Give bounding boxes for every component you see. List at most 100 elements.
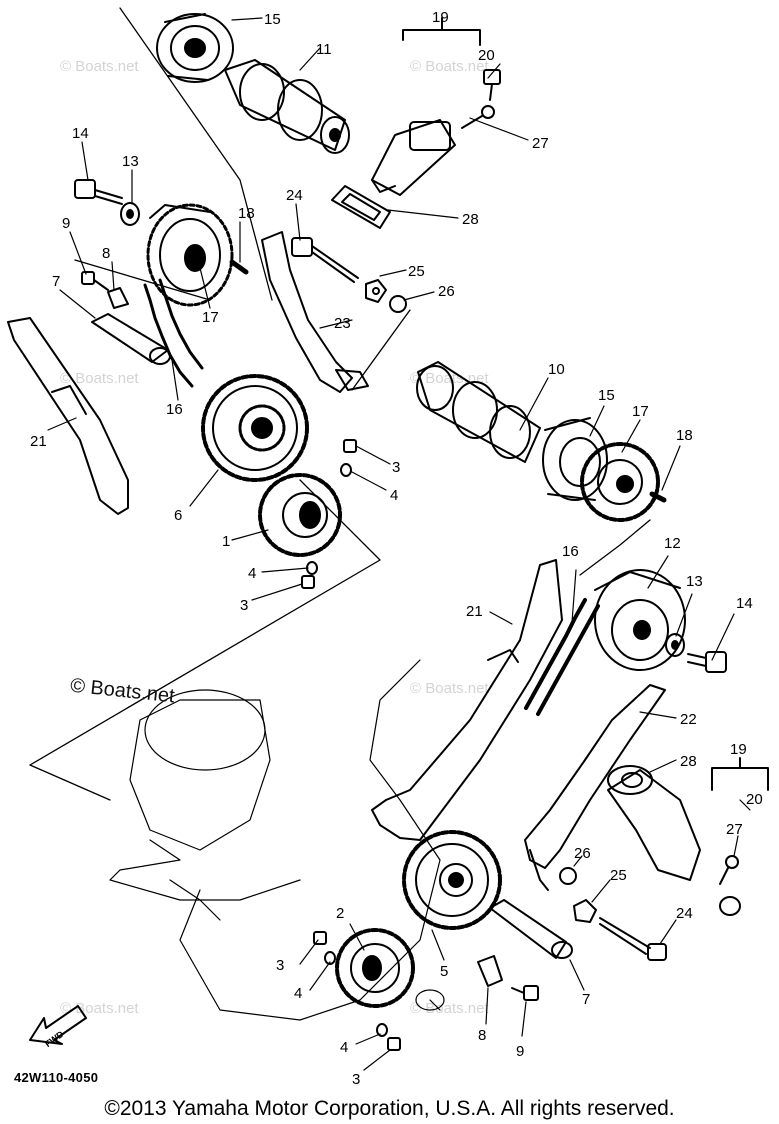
cam-sprocket-17 bbox=[146, 203, 234, 307]
part-number-labels: 15 11 19 20 27 28 14 13 9 8 7 18 17 24 2… bbox=[30, 9, 763, 1088]
spring-3 bbox=[387, 1037, 401, 1051]
screw-27 bbox=[719, 855, 739, 885]
part-label: 22 bbox=[680, 711, 697, 728]
lock-plate-8 bbox=[107, 287, 129, 309]
part-label: 17 bbox=[632, 403, 649, 420]
bolt-9 bbox=[81, 271, 109, 291]
part-label: 15 bbox=[264, 11, 281, 28]
part-label: 1 bbox=[222, 533, 230, 550]
part-label: 13 bbox=[122, 153, 139, 170]
watermark: © Boats.net bbox=[410, 680, 489, 697]
nut-25 bbox=[365, 279, 387, 303]
part-label: 8 bbox=[102, 245, 110, 262]
screw-27 bbox=[461, 105, 495, 129]
bolt-9 bbox=[511, 985, 539, 1001]
part-label: 12 bbox=[664, 535, 681, 552]
camshaft-10 bbox=[416, 361, 541, 463]
washer-13 bbox=[120, 202, 140, 226]
sprocket-hub-12 bbox=[594, 569, 686, 671]
part-label: 24 bbox=[676, 905, 693, 922]
washer-26 bbox=[389, 295, 407, 313]
part-label: 6 bbox=[174, 507, 182, 524]
bolt-24 bbox=[599, 917, 667, 961]
part-label: 14 bbox=[72, 125, 89, 142]
part-label: 25 bbox=[610, 867, 627, 884]
part-label: 10 bbox=[548, 361, 565, 378]
part-label: 13 bbox=[686, 573, 703, 590]
ball-4 bbox=[324, 951, 336, 965]
part-label: 25 bbox=[408, 263, 425, 280]
part-label: 24 bbox=[286, 187, 303, 204]
washer-26 bbox=[559, 867, 577, 885]
lock-plate-8 bbox=[477, 955, 503, 987]
part-label: 20 bbox=[746, 791, 763, 808]
gasket-28 bbox=[331, 185, 391, 229]
camshaft-11 bbox=[224, 59, 350, 154]
chain-guide-21 bbox=[371, 559, 563, 841]
part-label: 9 bbox=[516, 1043, 524, 1060]
part-label: 27 bbox=[532, 135, 549, 152]
part-label: 28 bbox=[462, 211, 479, 228]
chain-tensioner-19 bbox=[371, 17, 481, 196]
tensioner-guide-22 bbox=[524, 684, 666, 891]
part-label: 2 bbox=[336, 905, 344, 922]
bearing-15 bbox=[542, 417, 608, 501]
diagram-reference-code: 42W110-4050 bbox=[14, 1070, 99, 1085]
crankcase-outline bbox=[109, 659, 445, 1021]
cam-chain-16 bbox=[524, 598, 600, 716]
ball-4 bbox=[340, 463, 352, 477]
part-label: 3 bbox=[240, 597, 248, 614]
bolt-14 bbox=[74, 179, 123, 205]
part-label: 16 bbox=[562, 543, 579, 560]
guide-pin-7 bbox=[91, 313, 171, 365]
part-label: 4 bbox=[390, 487, 398, 504]
part-label: 26 bbox=[438, 283, 455, 300]
part-label: 17 bbox=[202, 309, 219, 326]
part-label: 4 bbox=[340, 1039, 348, 1056]
gear-1 bbox=[258, 473, 342, 557]
part-label: 4 bbox=[294, 985, 302, 1002]
part-label: 16 bbox=[166, 401, 183, 418]
gear-2 bbox=[335, 928, 415, 1008]
spring-3 bbox=[301, 575, 315, 589]
gear-5 bbox=[402, 830, 502, 930]
watermark: © Boats.net bbox=[410, 58, 489, 75]
part-label: 18 bbox=[238, 205, 255, 222]
part-label: 9 bbox=[62, 215, 70, 232]
watermark: © Boats.net bbox=[60, 370, 139, 387]
chain-tensioner-19 bbox=[607, 757, 769, 881]
part-label: 4 bbox=[248, 565, 256, 582]
nut-25 bbox=[573, 899, 597, 923]
part-label: 23 bbox=[334, 315, 351, 332]
spring-3 bbox=[313, 931, 327, 945]
watermark: © Boats.net bbox=[410, 1000, 489, 1017]
forward-arrow-icon bbox=[29, 1005, 87, 1045]
part-label: 20 bbox=[478, 47, 495, 64]
cam-chain-16 bbox=[143, 278, 204, 388]
washer-13 bbox=[665, 633, 685, 657]
part-label: 3 bbox=[352, 1071, 360, 1088]
part-label: 3 bbox=[392, 459, 400, 476]
part-label: 26 bbox=[574, 845, 591, 862]
part-label: 5 bbox=[440, 963, 448, 980]
watermark: © Boats.net bbox=[60, 58, 139, 75]
tensioner-guide-23 bbox=[261, 231, 411, 393]
bolt-24 bbox=[291, 237, 359, 283]
part-label: 19 bbox=[730, 741, 747, 758]
part-label: 7 bbox=[52, 273, 60, 290]
part-label: 15 bbox=[598, 387, 615, 404]
part-label: 18 bbox=[676, 427, 693, 444]
guide-pin-7 bbox=[489, 899, 573, 959]
spring-3 bbox=[343, 439, 357, 453]
part-label: 7 bbox=[582, 991, 590, 1008]
part-label: 21 bbox=[466, 603, 483, 620]
cam-sprocket-17 bbox=[580, 442, 660, 522]
bearing-15 bbox=[156, 13, 234, 83]
bolt-20 bbox=[719, 896, 741, 916]
part-label: 19 bbox=[432, 9, 449, 26]
gear-6 bbox=[201, 374, 309, 482]
part-label: 14 bbox=[736, 595, 753, 612]
part-label: 11 bbox=[316, 41, 332, 58]
part-label: 8 bbox=[478, 1027, 486, 1044]
